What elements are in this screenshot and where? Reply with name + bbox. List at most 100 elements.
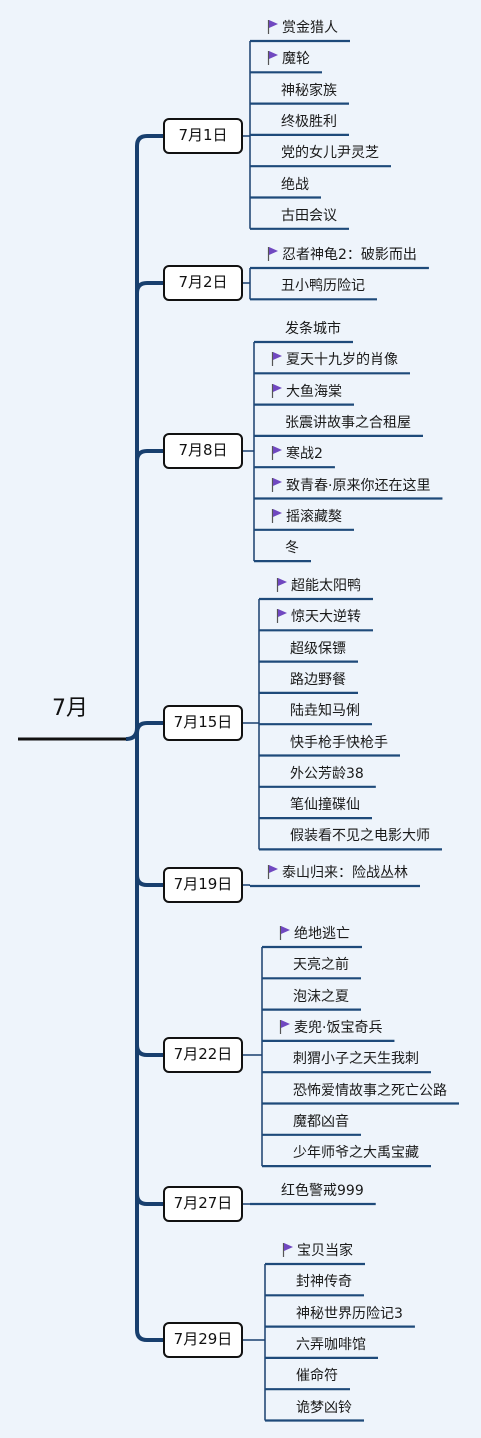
movie-topic[interactable]: 陆垚知马俐 — [290, 702, 360, 720]
movie-topic[interactable]: 大鱼海棠 — [271, 383, 342, 401]
movie-title: 冬 — [285, 540, 299, 557]
movie-title: 诡梦凶铃 — [296, 1399, 352, 1416]
flag-icon — [271, 446, 282, 461]
movie-title: 神秘家族 — [281, 82, 337, 99]
movie-title: 少年师爷之大禹宝藏 — [293, 1145, 419, 1162]
movie-topic[interactable]: 寒战2 — [271, 445, 323, 463]
movie-title: 党的女儿尹灵芝 — [281, 145, 379, 162]
movie-topic[interactable]: 封神传奇 — [296, 1273, 352, 1291]
movie-topic[interactable]: 绝地逃亡 — [279, 925, 350, 943]
movie-title: 大鱼海棠 — [286, 383, 342, 400]
movie-title: 绝地逃亡 — [294, 926, 350, 942]
movie-title: 神秘世界历险记3 — [296, 1305, 403, 1322]
movie-topic[interactable]: 外公芳龄38 — [290, 765, 364, 783]
movie-topic[interactable]: 摇滚藏獒 — [271, 508, 342, 526]
movie-topic[interactable]: 麦兜·饭宝奇兵 — [279, 1019, 382, 1037]
date-node[interactable]: 7月2日 — [163, 265, 243, 301]
movie-topic[interactable]: 宝贝当家 — [282, 1242, 353, 1260]
movie-topic[interactable]: 恐怖爱情故事之死亡公路 — [293, 1082, 447, 1100]
movie-topic[interactable]: 泡沫之夏 — [293, 988, 349, 1006]
movie-title: 封神传奇 — [296, 1274, 352, 1291]
flag-icon — [267, 20, 278, 34]
movie-topic[interactable]: 张震讲故事之合租屋 — [285, 414, 411, 432]
movie-topic[interactable]: 终极胜利 — [281, 113, 337, 131]
movie-topic[interactable]: 冬 — [285, 539, 299, 557]
movie-title: 红色警戒999 — [281, 1183, 364, 1199]
movie-topic[interactable]: 诡梦凶铃 — [296, 1399, 352, 1417]
movie-title: 发条城市 — [285, 321, 341, 337]
flag-icon — [276, 578, 287, 592]
movie-title: 宝贝当家 — [297, 1243, 353, 1259]
date-node[interactable]: 7月22日 — [163, 1037, 243, 1073]
movie-topic[interactable]: 天亮之前 — [293, 956, 349, 974]
movie-title: 绝战 — [281, 176, 309, 193]
movie-title: 丑小鸭历险记 — [281, 278, 365, 295]
movie-topic[interactable]: 泰山归来：险战丛林 — [267, 864, 408, 882]
movie-title: 超能太阳鸭 — [291, 578, 361, 594]
movie-topic[interactable]: 少年师爷之大禹宝藏 — [293, 1144, 419, 1162]
movie-title: 恐怖爱情故事之死亡公路 — [293, 1082, 447, 1099]
date-branch — [135, 1329, 163, 1342]
movie-title: 笔仙撞碟仙 — [290, 797, 360, 814]
movie-title: 惊天大逆转 — [291, 609, 361, 626]
date-node[interactable]: 7月19日 — [163, 867, 243, 903]
movie-topic[interactable]: 超级保镖 — [290, 640, 346, 658]
flag-icon — [267, 51, 278, 66]
movie-topic[interactable]: 忍者神龟2：破影而出 — [267, 246, 417, 264]
flag-icon — [279, 926, 290, 940]
movie-title: 外公芳龄38 — [290, 765, 364, 782]
movie-title: 麦兜·饭宝奇兵 — [294, 1019, 383, 1036]
movie-topic[interactable]: 催命符 — [296, 1367, 338, 1385]
movie-topic[interactable]: 假装看不见之电影大师 — [290, 827, 430, 845]
movie-title: 终极胜利 — [281, 113, 337, 130]
date-node[interactable]: 7月29日 — [163, 1322, 243, 1358]
movie-topic[interactable]: 古田会议 — [281, 207, 337, 225]
date-branch — [135, 134, 163, 147]
movie-topic[interactable]: 路边野餐 — [290, 671, 346, 689]
date-branch — [135, 1044, 163, 1057]
movie-title: 古田会议 — [281, 207, 337, 224]
movie-topic[interactable]: 快手枪手快枪手 — [290, 734, 388, 752]
flag-icon — [271, 477, 282, 492]
flag-icon — [267, 865, 278, 879]
movie-topic[interactable]: 笔仙撞碟仙 — [290, 796, 360, 814]
movie-topic[interactable]: 六弄咖啡馆 — [296, 1336, 366, 1354]
movie-topic[interactable]: 超能太阳鸭 — [276, 577, 361, 595]
movie-topic[interactable]: 赏金猎人 — [267, 19, 338, 37]
movie-title: 赏金猎人 — [282, 20, 338, 36]
flag-icon — [271, 352, 282, 367]
movie-title: 魔都凶音 — [293, 1113, 349, 1130]
movie-topic[interactable]: 神秘家族 — [281, 82, 337, 100]
movie-topic[interactable]: 神秘世界历险记3 — [296, 1305, 403, 1323]
movie-title: 泰山归来：险战丛林 — [282, 865, 408, 881]
date-branch — [135, 281, 163, 294]
movie-topic[interactable]: 魔轮 — [267, 50, 310, 68]
movie-topic[interactable]: 红色警戒999 — [281, 1182, 364, 1200]
movie-title: 致青春·原来你还在这里 — [286, 477, 431, 494]
flag-icon — [282, 1243, 293, 1257]
movie-topic[interactable]: 魔都凶音 — [293, 1113, 349, 1131]
date-node[interactable]: 7月1日 — [163, 118, 243, 154]
movie-title: 摇滚藏獒 — [286, 508, 342, 525]
movie-title: 泡沫之夏 — [293, 988, 349, 1005]
movie-topic[interactable]: 丑小鸭历险记 — [281, 277, 365, 295]
movie-title: 六弄咖啡馆 — [296, 1336, 366, 1353]
movie-topic[interactable]: 绝战 — [281, 176, 309, 194]
movie-topic[interactable]: 发条城市 — [285, 320, 341, 338]
date-node[interactable]: 7月8日 — [163, 433, 243, 469]
movie-topic[interactable]: 党的女儿尹灵芝 — [281, 144, 379, 162]
root-topic[interactable]: 7月 — [52, 696, 88, 721]
flag-icon — [276, 609, 287, 624]
movie-topic[interactable]: 刺猬小子之天生我刺 — [293, 1050, 419, 1068]
flag-icon — [267, 247, 278, 261]
date-node[interactable]: 7月27日 — [163, 1186, 243, 1222]
movie-title: 快手枪手快枪手 — [290, 734, 388, 751]
movie-title: 陆垚知马俐 — [290, 703, 360, 720]
movie-topic[interactable]: 夏天十九岁的肖像 — [271, 351, 398, 369]
date-node[interactable]: 7月15日 — [163, 705, 243, 741]
movie-topic[interactable]: 惊天大逆转 — [276, 608, 361, 626]
movie-topic[interactable]: 致青春·原来你还在这里 — [271, 477, 430, 495]
date-branch — [135, 1193, 163, 1206]
movie-title: 路边野餐 — [290, 671, 346, 688]
movie-title: 张震讲故事之合租屋 — [285, 414, 411, 431]
